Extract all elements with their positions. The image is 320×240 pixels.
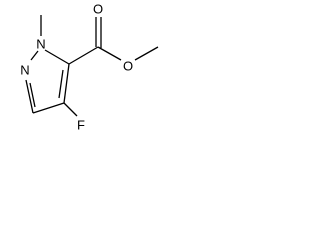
bond-c4-c3 — [32, 102, 65, 114]
atom-label-f: F — [77, 118, 85, 133]
atom-label-o-ester: O — [123, 59, 133, 74]
atom-label-n1: N — [36, 37, 45, 52]
bond-ester-o-methyl — [134, 46, 159, 61]
atom-label-n2: N — [20, 63, 29, 78]
bond-c3-n2-inner — [29, 82, 36, 108]
bond-c5-carbonyl-c — [68, 46, 99, 65]
bond-n1-n2 — [30, 50, 39, 61]
bond-c4-f — [63, 102, 78, 117]
bond-n1-c5 — [44, 49, 70, 65]
methyl-4-fluoro-1-methylpyrazole-5-carboxylate-structure: N N F O O — [20, 2, 159, 133]
bond-c3-n2 — [25, 79, 34, 114]
bond-carbonyl-c-ester-o — [97, 46, 122, 61]
atom-label-o-carbonyl: O — [93, 2, 103, 17]
bond-c5-c4-inner — [58, 69, 64, 99]
bond-c5-c4 — [63, 63, 70, 104]
